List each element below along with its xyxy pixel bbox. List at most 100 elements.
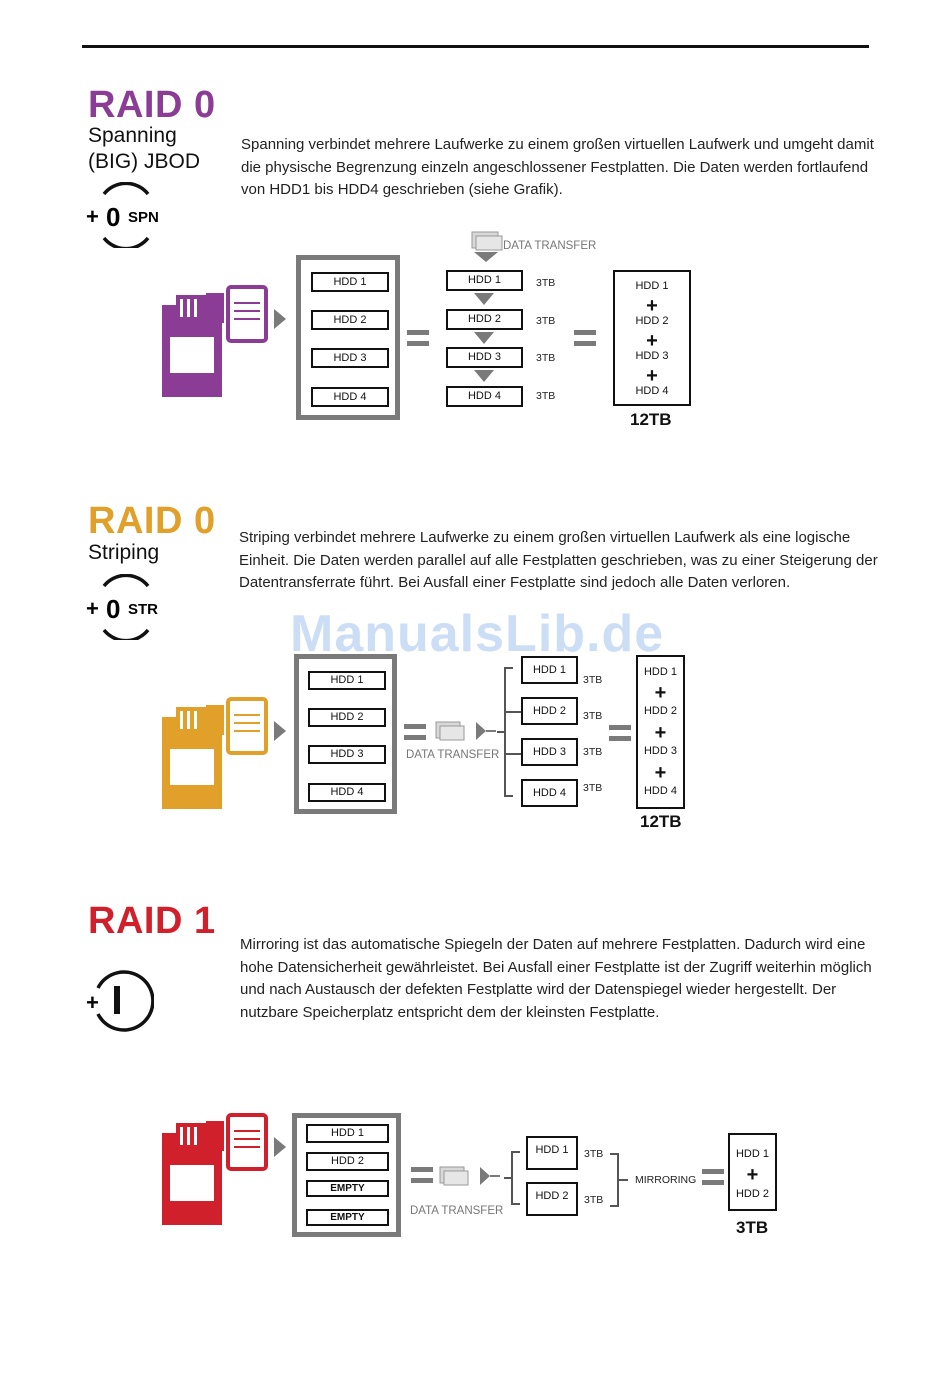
mirrored-hdd: HDD 2 bbox=[526, 1182, 578, 1216]
watermark: ManualsLib.de bbox=[290, 605, 665, 663]
icon-mode-number: 0 bbox=[106, 594, 120, 624]
sum-hdd: HDD 2 bbox=[643, 705, 677, 717]
equals-sign bbox=[407, 330, 429, 346]
capacity-label: 3TB bbox=[536, 277, 556, 289]
data-transfer-label: DATA TRANSFER bbox=[503, 240, 597, 252]
down-arrow-icon bbox=[474, 332, 494, 351]
plus-icon: + bbox=[646, 365, 658, 387]
plus-icon: + bbox=[654, 682, 667, 704]
section-title: RAID 0 bbox=[88, 84, 216, 126]
equals-sign bbox=[609, 725, 631, 741]
equals-sign bbox=[702, 1169, 724, 1185]
data-transfer-label: DATA TRANSFER bbox=[406, 749, 500, 761]
sum-hdd: HDD 3 bbox=[643, 745, 677, 757]
mirror-bracket-left bbox=[500, 1148, 528, 1208]
capacity-label: 3TB bbox=[536, 315, 556, 327]
capacity-label: 3TB bbox=[583, 746, 603, 758]
enclosure-hdd: HDD 1 bbox=[311, 272, 389, 292]
icon-mode-label: STR bbox=[128, 601, 158, 618]
icon-mode-number: 0 bbox=[106, 202, 120, 232]
plus-icon: + bbox=[654, 722, 667, 744]
raid-enclosure: HDD 1 HDD 2 HDD 3 HDD 4 bbox=[294, 654, 397, 814]
striped-hdd: HDD 3 bbox=[521, 738, 578, 766]
enclosure-hdd: HDD 2 bbox=[308, 708, 386, 727]
icon-plus: + bbox=[86, 990, 99, 1015]
striped-hdd: HDD 1 bbox=[521, 656, 578, 684]
section-title: RAID 1 bbox=[88, 900, 216, 942]
enclosure-hdd: HDD 2 bbox=[311, 310, 389, 330]
capacity-label: 3TB bbox=[584, 1148, 604, 1160]
down-arrow-icon bbox=[474, 370, 494, 389]
data-transfer-folder-icon bbox=[434, 718, 496, 748]
sum-hdd: HDD 2 bbox=[635, 315, 669, 327]
capacity-label: 3TB bbox=[583, 674, 603, 686]
striped-hdd: HDD 4 bbox=[521, 779, 578, 807]
enclosure-hdd: HDD 4 bbox=[308, 783, 386, 802]
mirroring-mode-icon: + bbox=[84, 968, 155, 1034]
sum-hdd: HDD 3 bbox=[635, 350, 669, 362]
sum-hdd: HDD 2 bbox=[735, 1188, 769, 1200]
sum-hdd: HDD 4 bbox=[643, 785, 677, 797]
enclosure-hdd: HDD 2 bbox=[306, 1152, 389, 1171]
mirroring-label: MIRRORING bbox=[635, 1174, 697, 1186]
enclosure-hdd: HDD 3 bbox=[308, 745, 386, 764]
capacity-label: 3TB bbox=[584, 1194, 604, 1206]
data-transfer-folder-icon bbox=[438, 1163, 500, 1193]
striped-hdd: HDD 2 bbox=[521, 697, 578, 725]
data-transfer-label: DATA TRANSFER bbox=[410, 1205, 504, 1217]
total-capacity: 12TB bbox=[640, 812, 682, 831]
enclosure-empty-slot: EMPTY bbox=[306, 1180, 389, 1197]
sequential-hdd: HDD 2 bbox=[446, 309, 523, 330]
enclosure-empty-slot: EMPTY bbox=[306, 1209, 389, 1226]
top-rule bbox=[82, 45, 869, 48]
sum-hdd: HDD 4 bbox=[635, 385, 669, 397]
computer-illustration bbox=[160, 1113, 290, 1228]
plus-icon: + bbox=[654, 762, 667, 784]
sum-hdd: HDD 1 bbox=[735, 1148, 769, 1160]
data-transfer-folder-icon bbox=[470, 228, 504, 264]
section-subtitle-2: (BIG) JBOD bbox=[88, 150, 201, 173]
section-description: Spanning verbindet mehrere Laufwerke zu … bbox=[241, 136, 874, 198]
sequential-hdd: HDD 1 bbox=[446, 270, 523, 291]
plus-icon: + bbox=[646, 330, 658, 352]
total-capacity: 3TB bbox=[736, 1218, 769, 1237]
capacity-label: 3TB bbox=[536, 352, 556, 364]
icon-plus: + bbox=[86, 204, 99, 229]
section-subtitle: Striping bbox=[88, 541, 160, 564]
sum-hdd: HDD 1 bbox=[643, 666, 677, 678]
enclosure-hdd: HDD 4 bbox=[311, 387, 389, 407]
enclosure-hdd: HDD 1 bbox=[306, 1124, 389, 1143]
capacity-label: 3TB bbox=[536, 390, 556, 402]
sequential-hdd: HDD 3 bbox=[446, 347, 523, 368]
down-arrow-icon bbox=[474, 293, 494, 312]
spanning-mode-icon: + 0 SPN bbox=[84, 181, 174, 251]
parallel-bracket bbox=[495, 664, 523, 800]
icon-mode-label: SPN bbox=[128, 209, 159, 226]
capacity-label: 3TB bbox=[583, 782, 603, 794]
computer-illustration bbox=[160, 697, 290, 812]
striping-mode-icon: + 0 STR bbox=[84, 573, 174, 643]
enclosure-hdd: HDD 3 bbox=[311, 348, 389, 368]
section-description: Mirroring ist das automatische Spiegeln … bbox=[240, 936, 872, 1021]
equals-sign bbox=[574, 330, 596, 346]
mirrored-hdd: HDD 1 bbox=[526, 1136, 578, 1170]
sequential-hdd: HDD 4 bbox=[446, 386, 523, 407]
icon-plus: + bbox=[86, 596, 99, 621]
section-subtitle: Spanning bbox=[88, 124, 177, 147]
raid-enclosure: HDD 1 HDD 2 EMPTY EMPTY bbox=[292, 1113, 401, 1237]
enclosure-hdd: HDD 1 bbox=[308, 671, 386, 690]
raid-enclosure: HDD 1 HDD 2 HDD 3 HDD 4 bbox=[296, 255, 400, 420]
computer-illustration bbox=[160, 285, 290, 400]
equals-sign bbox=[404, 724, 426, 740]
combined-volume-box: HDD 1 + HDD 2 bbox=[728, 1133, 777, 1211]
section-description: Striping verbindet mehrere Laufwerke zu … bbox=[239, 529, 878, 591]
capacity-label: 3TB bbox=[583, 710, 603, 722]
mirror-bracket-right bbox=[606, 1150, 636, 1210]
sum-hdd: HDD 1 bbox=[635, 280, 669, 292]
combined-volume-box: HDD 1 + HDD 2 + HDD 3 + HDD 4 bbox=[613, 270, 691, 406]
section-title: RAID 0 bbox=[88, 500, 216, 542]
plus-icon: + bbox=[746, 1164, 759, 1186]
total-capacity: 12TB bbox=[630, 410, 672, 429]
equals-sign bbox=[411, 1167, 433, 1183]
combined-volume-box: HDD 1 + HDD 2 + HDD 3 + HDD 4 bbox=[636, 655, 685, 809]
